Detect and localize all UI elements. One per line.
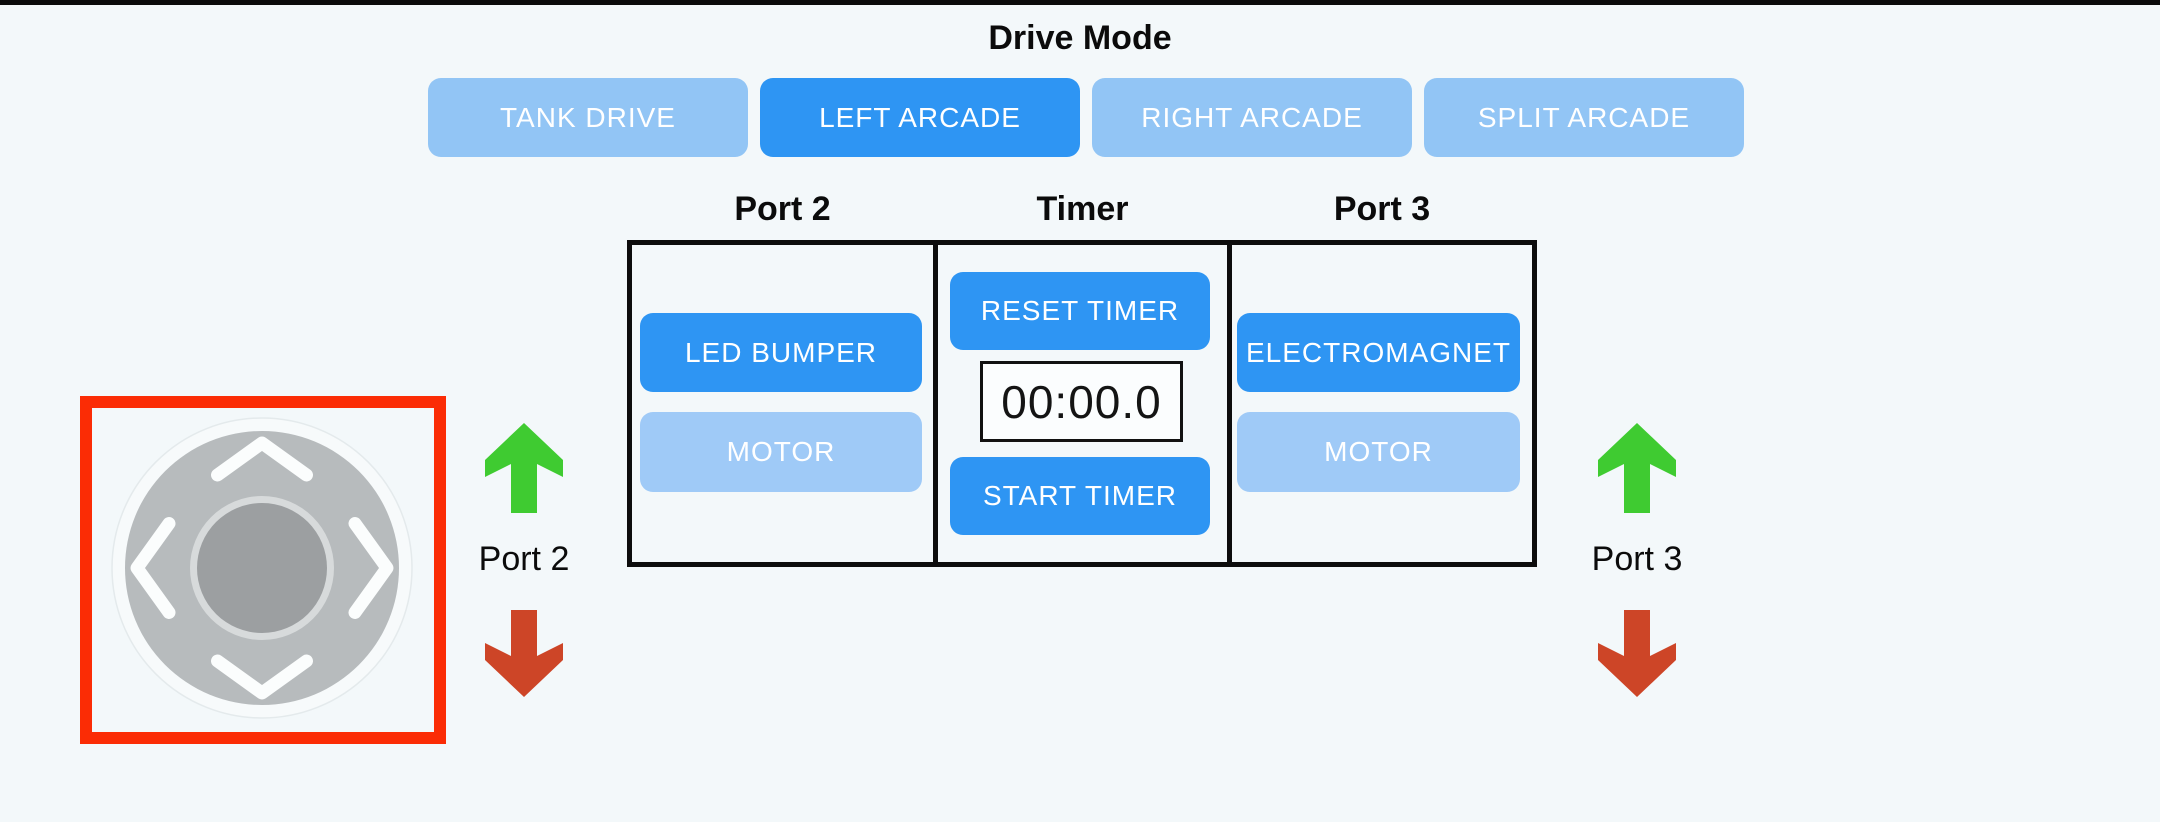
port3-column-header: Port 3 bbox=[1333, 190, 1431, 228]
port3-up-arrow-icon[interactable] bbox=[1598, 423, 1676, 513]
panel-divider-left bbox=[933, 240, 938, 567]
port2-indicator-label: Port 2 bbox=[478, 540, 570, 578]
port2-column-header: Port 2 bbox=[734, 190, 831, 228]
electromagnet-button[interactable]: ELECTROMAGNET bbox=[1237, 313, 1520, 392]
joystick-left-chevron-icon bbox=[130, 517, 176, 619]
joystick-highlight-frame bbox=[80, 396, 446, 744]
panel-divider-right bbox=[1227, 240, 1232, 567]
port2-up-arrow-icon[interactable] bbox=[485, 423, 563, 513]
port3-indicator-label: Port 3 bbox=[1591, 540, 1683, 578]
joystick-down-chevron-icon bbox=[211, 654, 313, 700]
timer-display: 00:00.0 bbox=[980, 361, 1183, 442]
drive-mode-button-right-arcade[interactable]: RIGHT ARCADE bbox=[1092, 78, 1412, 157]
joystick-dpad-icon[interactable] bbox=[92, 408, 434, 732]
joystick-up-chevron-icon bbox=[211, 436, 313, 482]
top-border-bar bbox=[0, 0, 2160, 5]
timer-column-header: Timer bbox=[1036, 190, 1129, 228]
reset-timer-button[interactable]: RESET TIMER bbox=[950, 272, 1210, 350]
device-panel bbox=[627, 240, 1537, 567]
start-timer-button[interactable]: START TIMER bbox=[950, 457, 1210, 535]
port2-motor-button[interactable]: MOTOR bbox=[640, 412, 922, 492]
port3-motor-button[interactable]: MOTOR bbox=[1237, 412, 1520, 492]
drive-mode-button-left-arcade[interactable]: LEFT ARCADE bbox=[760, 78, 1080, 157]
led-bumper-button[interactable]: LED BUMPER bbox=[640, 313, 922, 392]
port3-down-arrow-icon[interactable] bbox=[1598, 610, 1676, 697]
drive-mode-title: Drive Mode bbox=[988, 19, 1172, 57]
drive-mode-button-tank-drive[interactable]: TANK DRIVE bbox=[428, 78, 748, 157]
joystick-right-chevron-icon bbox=[348, 517, 394, 619]
drive-mode-button-split-arcade[interactable]: SPLIT ARCADE bbox=[1424, 78, 1744, 157]
port2-down-arrow-icon[interactable] bbox=[485, 610, 563, 697]
